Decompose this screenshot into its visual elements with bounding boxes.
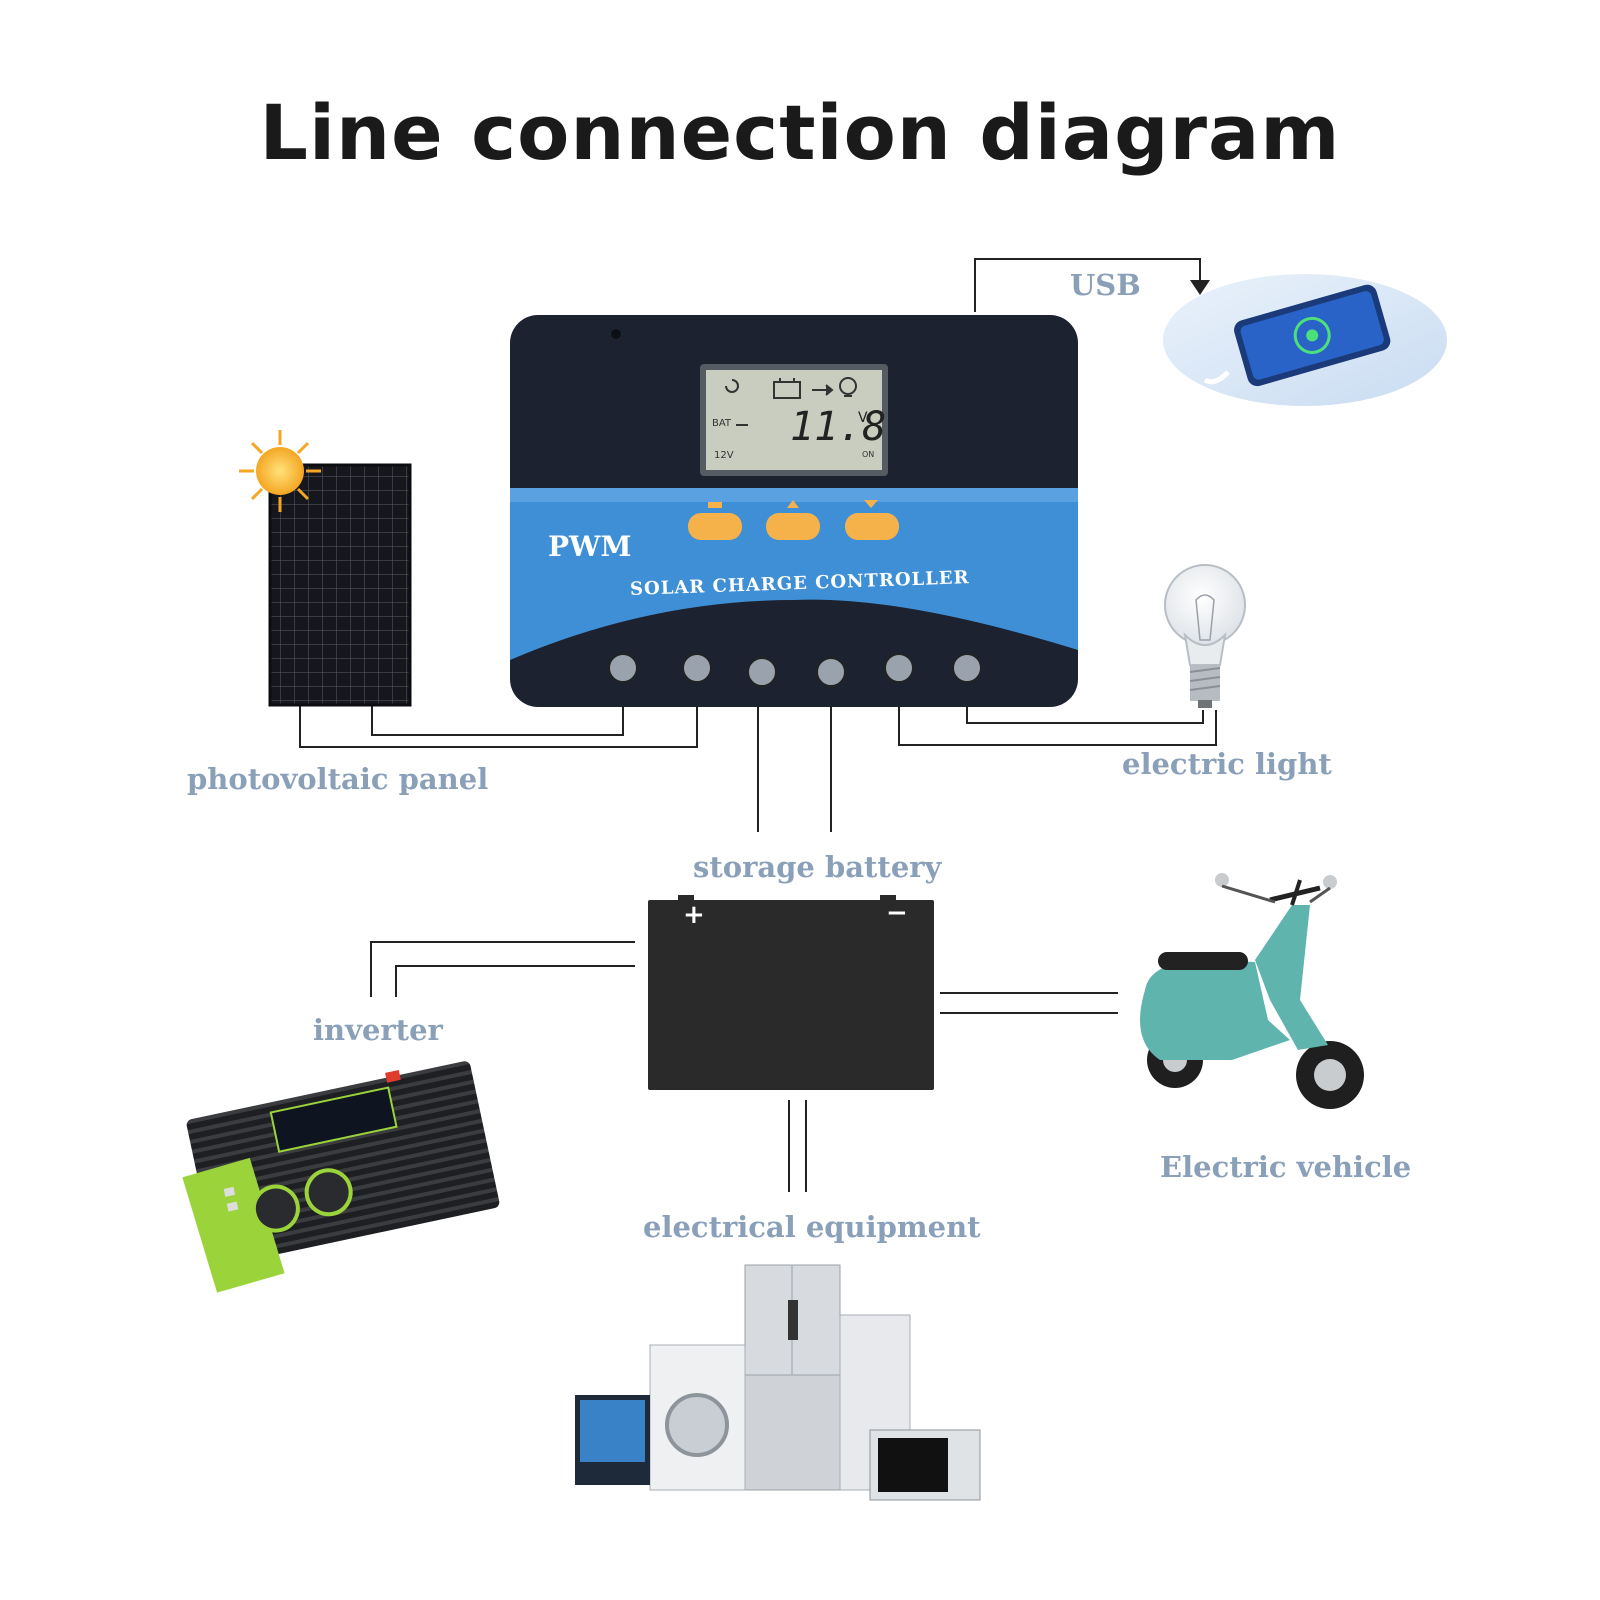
lcd-icons [725, 377, 857, 426]
inv-wire-2 [395, 965, 635, 997]
inverter-graphic [182, 1061, 500, 1293]
sun-icon [239, 430, 321, 512]
appliances-graphic [575, 1264, 981, 1501]
storage-battery-graphic [648, 895, 934, 1090]
phone-graphic [1163, 274, 1447, 406]
pv-wire-1 [299, 695, 698, 748]
electric-vehicle-label: Electric vehicle [1160, 1150, 1412, 1184]
up-button [766, 513, 820, 540]
inv-wire-1 [370, 941, 635, 997]
storage-battery-label: storage battery [693, 850, 942, 884]
electrical-equipment-label: electrical equipment [643, 1210, 981, 1244]
photovoltaic-panel-label: photovoltaic panel [187, 762, 489, 796]
electric-light-label: electric light [1122, 747, 1332, 781]
lcd-unit: V [858, 410, 868, 426]
lcd-system-voltage: 12V [714, 450, 734, 461]
light-bulb-icon [1164, 564, 1246, 708]
photovoltaic-panel-graphic [239, 430, 412, 707]
lcd-screen [706, 370, 882, 470]
lcd-status: ON [862, 450, 875, 459]
wires [299, 258, 1217, 1192]
load-wire-1 [898, 700, 1217, 746]
usb-wire [974, 258, 1201, 312]
charge-controller [510, 315, 1078, 707]
lcd-bat-label: BAT [712, 418, 732, 429]
battery-plus: + [683, 900, 705, 930]
load-wire-2 [966, 700, 1204, 724]
terminals [608, 653, 982, 687]
pv-wire-2 [371, 695, 624, 736]
battery-minus: − [886, 898, 908, 928]
scooter-graphic [1140, 873, 1364, 1109]
inverter-label: inverter [313, 1013, 443, 1047]
usb-label: USB [1070, 268, 1141, 302]
usb-arrow [1190, 280, 1210, 295]
down-button [845, 513, 899, 540]
page-title: Line connection diagram [259, 88, 1341, 177]
lcd-reading: 11.8 [790, 404, 887, 450]
menu-button [688, 513, 742, 540]
controller-brand: PWM [548, 530, 632, 563]
